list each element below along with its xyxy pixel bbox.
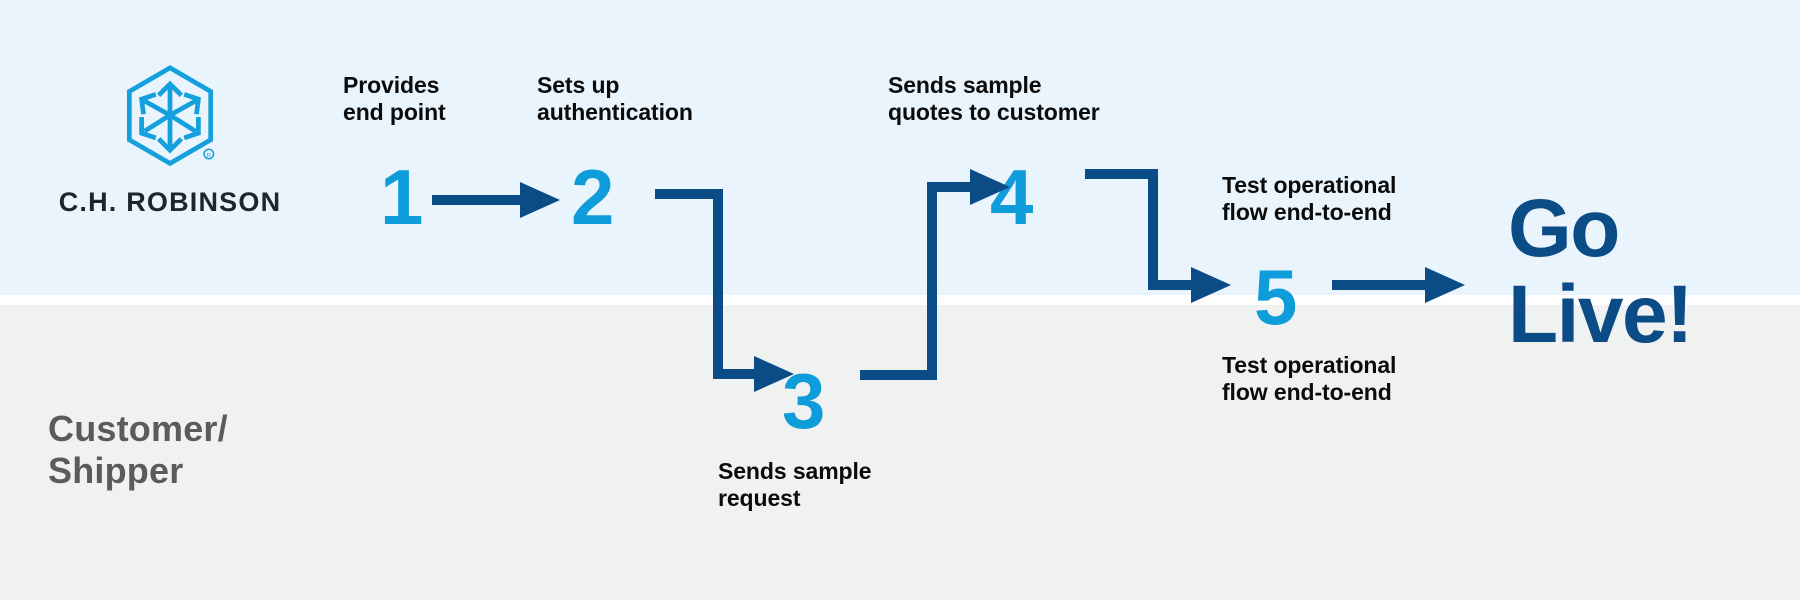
step-caption-2: Sets up authentication [537,72,693,126]
brand-logo: R C.H. ROBINSON [55,65,285,218]
step-caption-4: Sends sample quotes to customer [888,72,1100,126]
step-caption-3: Sends sample request [718,458,872,512]
connector-2-to-3 [655,189,794,392]
step-caption-5-below: Test operational flow end-to-end [1222,352,1397,406]
brand-wordmark: C.H. ROBINSON [58,187,282,217]
connector-5-to-go-live [1332,267,1465,303]
step-caption-5-above: Test operational flow end-to-end [1222,172,1397,226]
registered-mark-icon: R [203,148,215,160]
hexagon-cube-arrows-icon: R [126,65,215,167]
step-number-4: 4 [990,153,1033,241]
svg-text:R: R [207,153,211,159]
step-caption-1: Provides end point [343,72,446,126]
connector-4-to-5 [1085,169,1231,303]
step-number-5: 5 [1254,253,1297,341]
connector-1-to-2 [432,182,560,218]
step-number-2: 2 [571,153,614,241]
lane-band-chrobinson [0,0,1800,295]
step-number-1: 1 [380,153,423,241]
go-live-label: Go Live! [1508,183,1693,361]
connector-3-to-4 [860,169,1010,380]
lane-label-customer-shipper: Customer/ Shipper [48,408,228,492]
lane-band-customer [0,305,1800,600]
